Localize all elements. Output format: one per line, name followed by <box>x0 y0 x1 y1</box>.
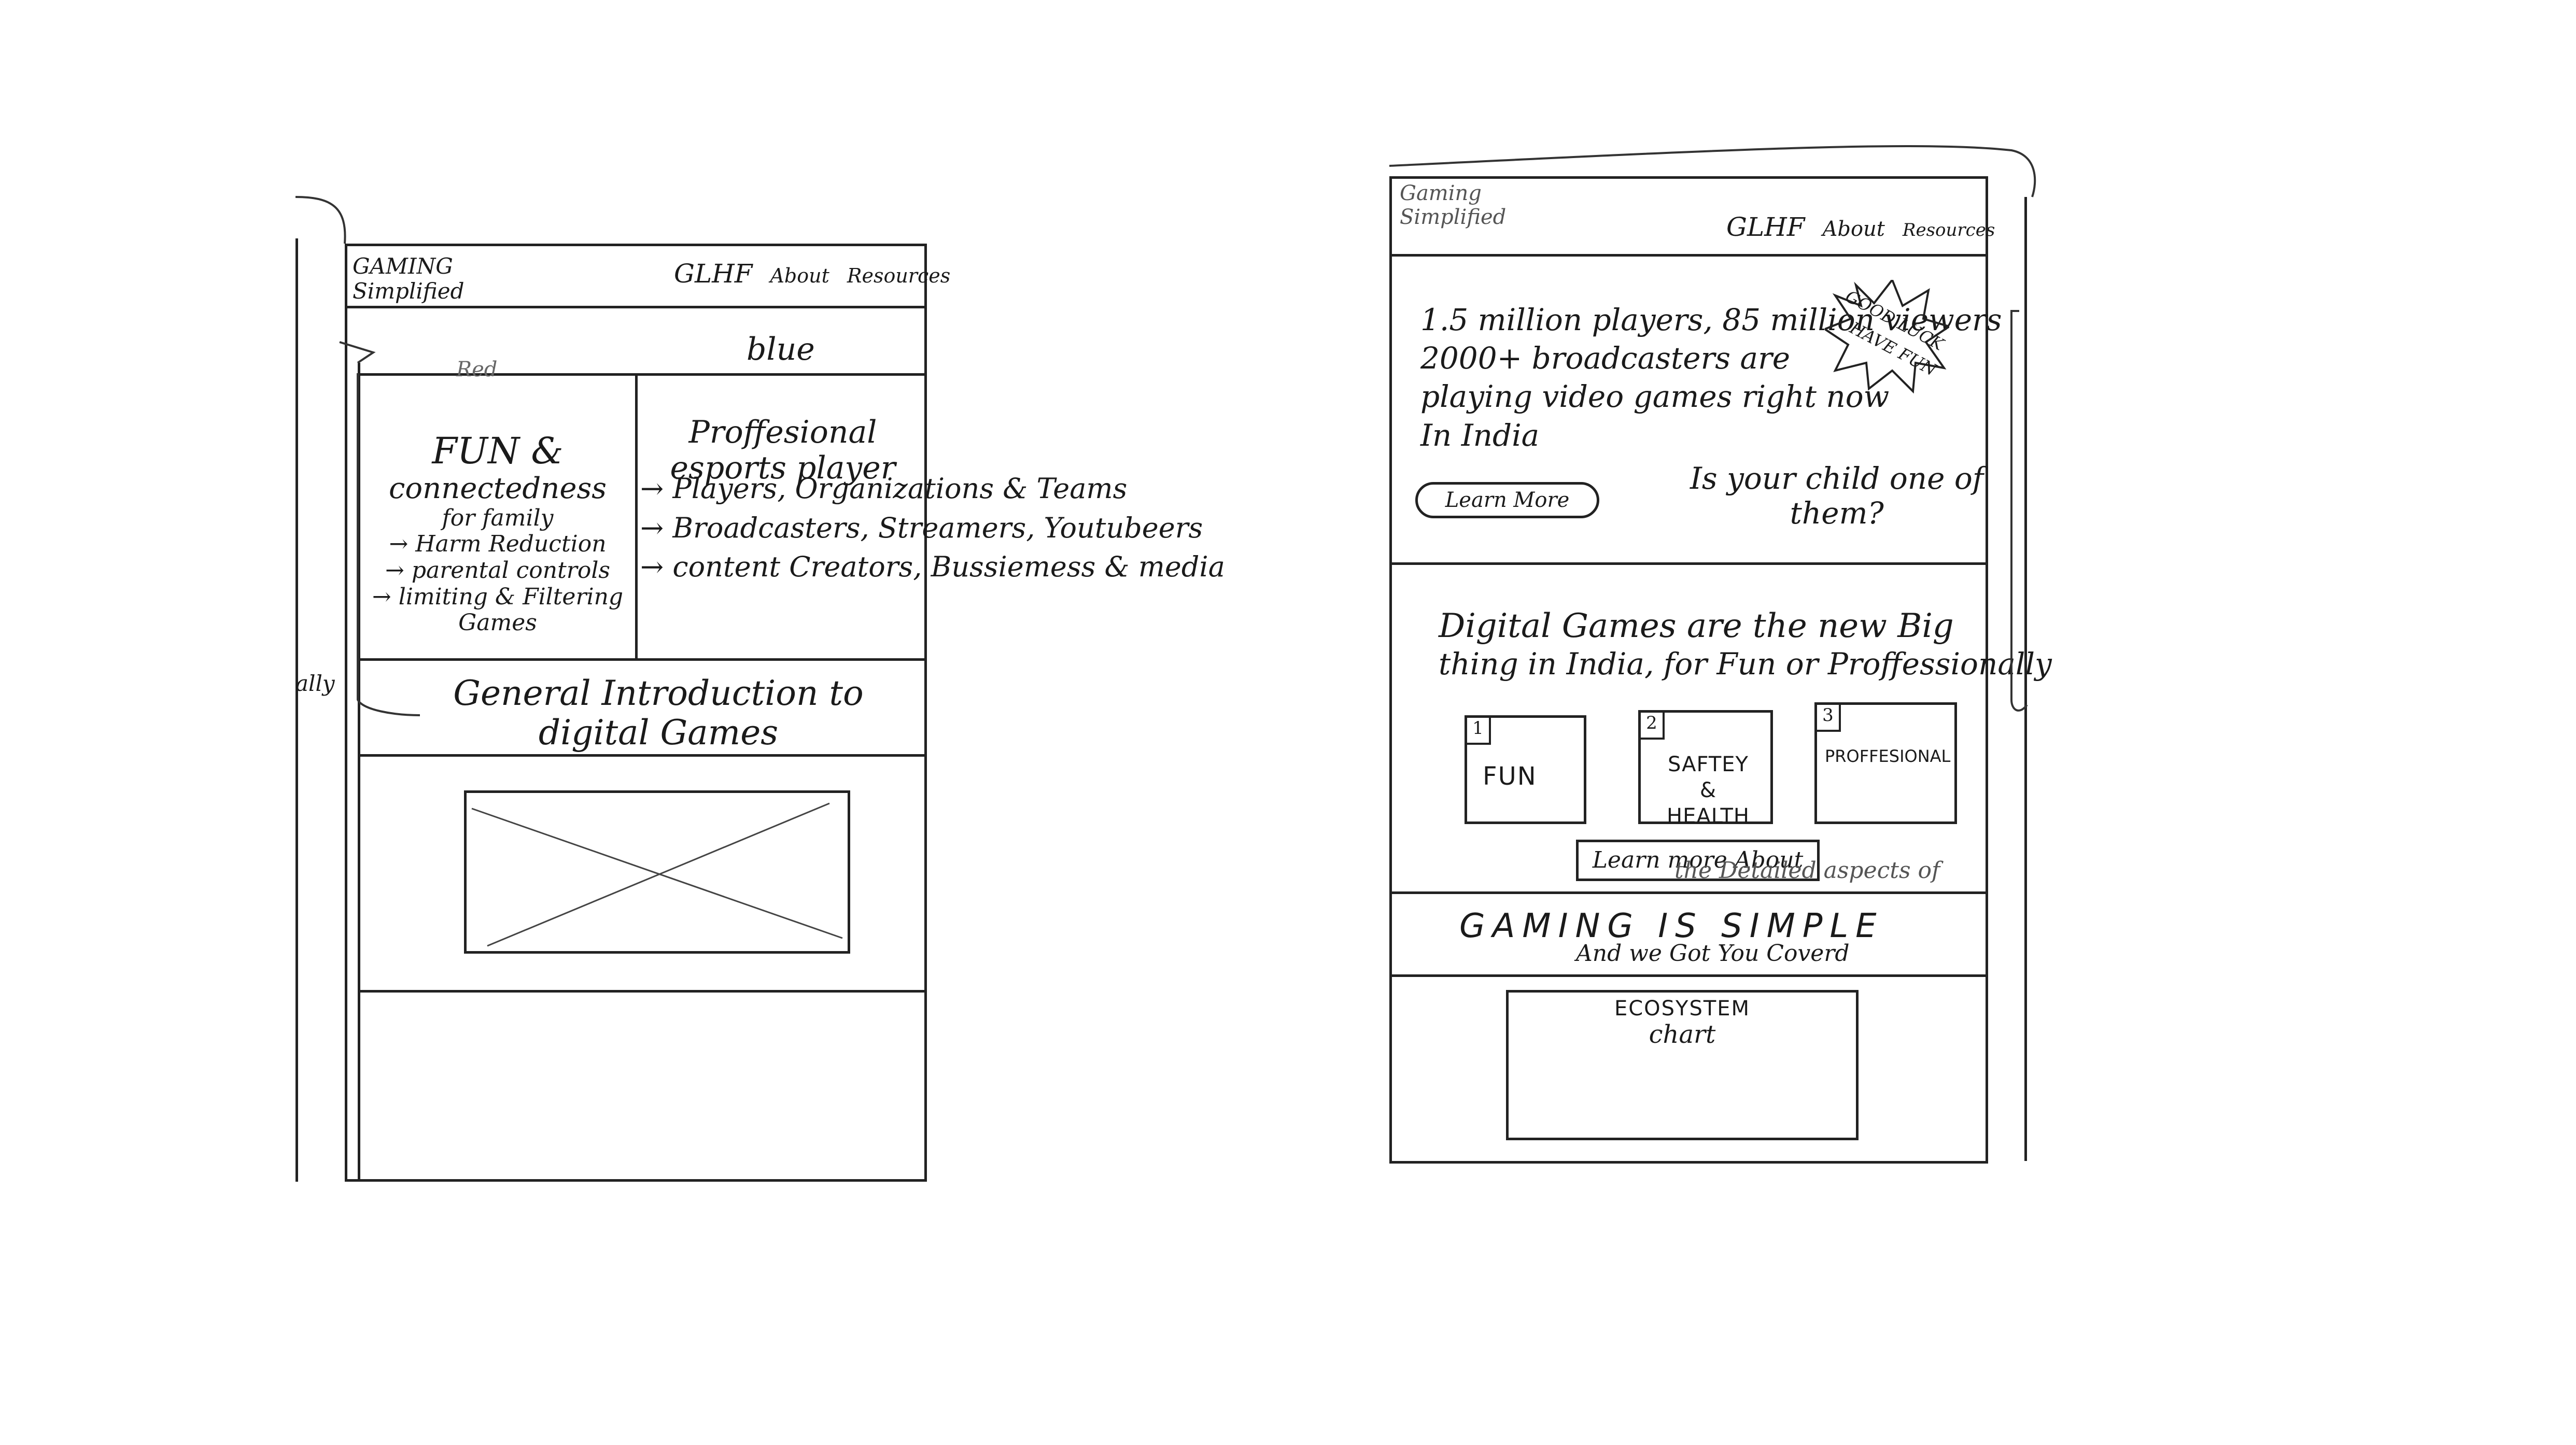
hero-question: Is your child one of them? <box>1690 461 1983 530</box>
card-professional-label: PROFFESIONAL <box>1825 746 1951 766</box>
image-placeholder-cross-icon <box>471 802 843 947</box>
fun-line-2: connectedness <box>389 471 607 505</box>
fun-column: FUN & connectedness for family → Harm Re… <box>363 430 632 636</box>
ecosystem-chart-placeholder[interactable]: ECOSYSTEM chart <box>1506 990 1859 1140</box>
card-professional[interactable]: 3 PROFFESIONAL <box>1814 702 1957 824</box>
section3-top-divider <box>1389 891 1988 894</box>
hero-question-line-1: Is your child one of <box>1690 461 1984 496</box>
pro-note-2: → Broadcasters, Streamers, Youtubeers <box>640 511 1203 544</box>
brand-logo-right[interactable]: Gaming Simplified <box>1400 181 1506 229</box>
intro-bottom-divider <box>358 754 927 757</box>
brand-line-1-right: Gaming <box>1400 181 1482 205</box>
intro-line-2: digital Games <box>538 712 779 753</box>
section3-bottom-divider <box>1389 974 1988 977</box>
card-fun-label: FUN <box>1483 762 1537 791</box>
pro-note-3: → content Creators, Bussiemess & media <box>640 550 1225 584</box>
intro-line-1: General Introduction to <box>453 673 864 713</box>
strip-label-red: Red <box>456 358 498 381</box>
footer-divider <box>358 990 927 993</box>
strip-label-blue: blue <box>747 331 815 367</box>
subtagline: And we Got You Coverd <box>1576 940 1850 967</box>
brand-logo[interactable]: GAMING Simplified <box>353 253 464 304</box>
pro-notes: → Players, Organizations & Teams → Broad… <box>640 469 1225 587</box>
brand-line-2-right: Simplified <box>1400 205 1507 229</box>
hero-divider <box>1389 562 1988 565</box>
nav-item-about[interactable]: About <box>770 264 829 287</box>
hero-learn-more-label: Learn More <box>1445 488 1570 512</box>
header-divider <box>345 306 927 308</box>
nav-item-glhf-right[interactable]: GLHF <box>1726 212 1805 242</box>
intro-heading: General Introduction to digital Games <box>446 674 871 753</box>
strip-divider <box>358 373 927 376</box>
nav-item-resources-right[interactable]: Resources <box>1902 220 1995 240</box>
hero-learn-more-button[interactable]: Learn More <box>1415 482 1599 518</box>
tagline: GAMING IS SIMPLE <box>1459 907 1884 945</box>
nav-menu: GLHF About Resources <box>674 259 950 289</box>
card-safety-label: SAFTEY & HEALTH <box>1666 753 1750 828</box>
hero-question-line-2: them? <box>1790 495 1884 531</box>
left-inner-rule <box>358 363 360 1182</box>
nav-item-resources[interactable]: Resources <box>847 264 951 287</box>
image-placeholder[interactable] <box>464 790 850 954</box>
card-safety-number: 2 <box>1641 713 1665 740</box>
side-note: ally <box>295 671 335 696</box>
header-divider-right <box>1389 254 1988 257</box>
pro-line-2: esports player <box>670 450 896 486</box>
brand-line-1: GAMING <box>353 253 453 279</box>
nav-item-glhf[interactable]: GLHF <box>674 259 753 289</box>
left-page-frame <box>345 244 927 1182</box>
learn-more-about-label: Learn more About <box>1592 847 1804 873</box>
fun-line-5: → parental controls <box>385 557 610 584</box>
fun-line-3: for family <box>442 504 554 531</box>
fun-line-7: Games <box>458 610 537 636</box>
nav-item-about-right[interactable]: About <box>1822 217 1885 241</box>
card-fun-number: 1 <box>1467 718 1491 745</box>
intro-top-divider <box>358 658 927 661</box>
card-safety-health[interactable]: 2 SAFTEY & HEALTH <box>1638 710 1773 828</box>
nav-menu-right: GLHF About Resources <box>1726 212 1995 243</box>
hero-line-2: 2000+ broadcasters are <box>1420 341 1791 376</box>
section2-heading: Digital Games are the new Big thing in I… <box>1439 606 2052 682</box>
hero-line-1: 1.5 million players, 85 million viewers <box>1420 302 2002 337</box>
learn-more-about-button[interactable]: Learn more About <box>1576 840 1820 881</box>
hero-line-3: playing video games right now <box>1420 379 1890 415</box>
section2-line-2: thing in India, for Fun or Proffessional… <box>1439 646 2052 682</box>
card-fun[interactable]: 1 FUN <box>1465 715 1586 824</box>
ecosystem-chart-line-1: ECOSYSTEM <box>1614 997 1751 1021</box>
burst-badge: GOOD LUCK HAVE FUN <box>1825 280 1949 394</box>
ecosystem-chart-line-2: chart <box>1649 1020 1716 1049</box>
section2-line-1: Digital Games are the new Big <box>1439 607 1954 645</box>
column-divider <box>635 376 638 658</box>
fun-line-6: → limiting & Filtering <box>372 583 624 610</box>
brand-line-2: Simplified <box>353 278 464 304</box>
burst-icon <box>1825 280 1949 394</box>
fun-line-1: FUN & <box>432 430 564 472</box>
hero-line-4: In India <box>1420 417 1540 453</box>
pro-column: Proffesional esports player <box>643 415 923 486</box>
fun-line-4: → Harm Reduction <box>389 531 607 558</box>
pro-line-1: Proffesional <box>688 414 877 450</box>
hero-text: 1.5 million players, 85 million viewers … <box>1420 301 2002 455</box>
pro-note-1: → Players, Organizations & Teams <box>640 472 1128 505</box>
learn-more-tail: the Detailed aspects of <box>1674 857 1940 884</box>
card-professional-number: 3 <box>1817 705 1841 732</box>
left-outer-rule <box>295 238 298 1182</box>
